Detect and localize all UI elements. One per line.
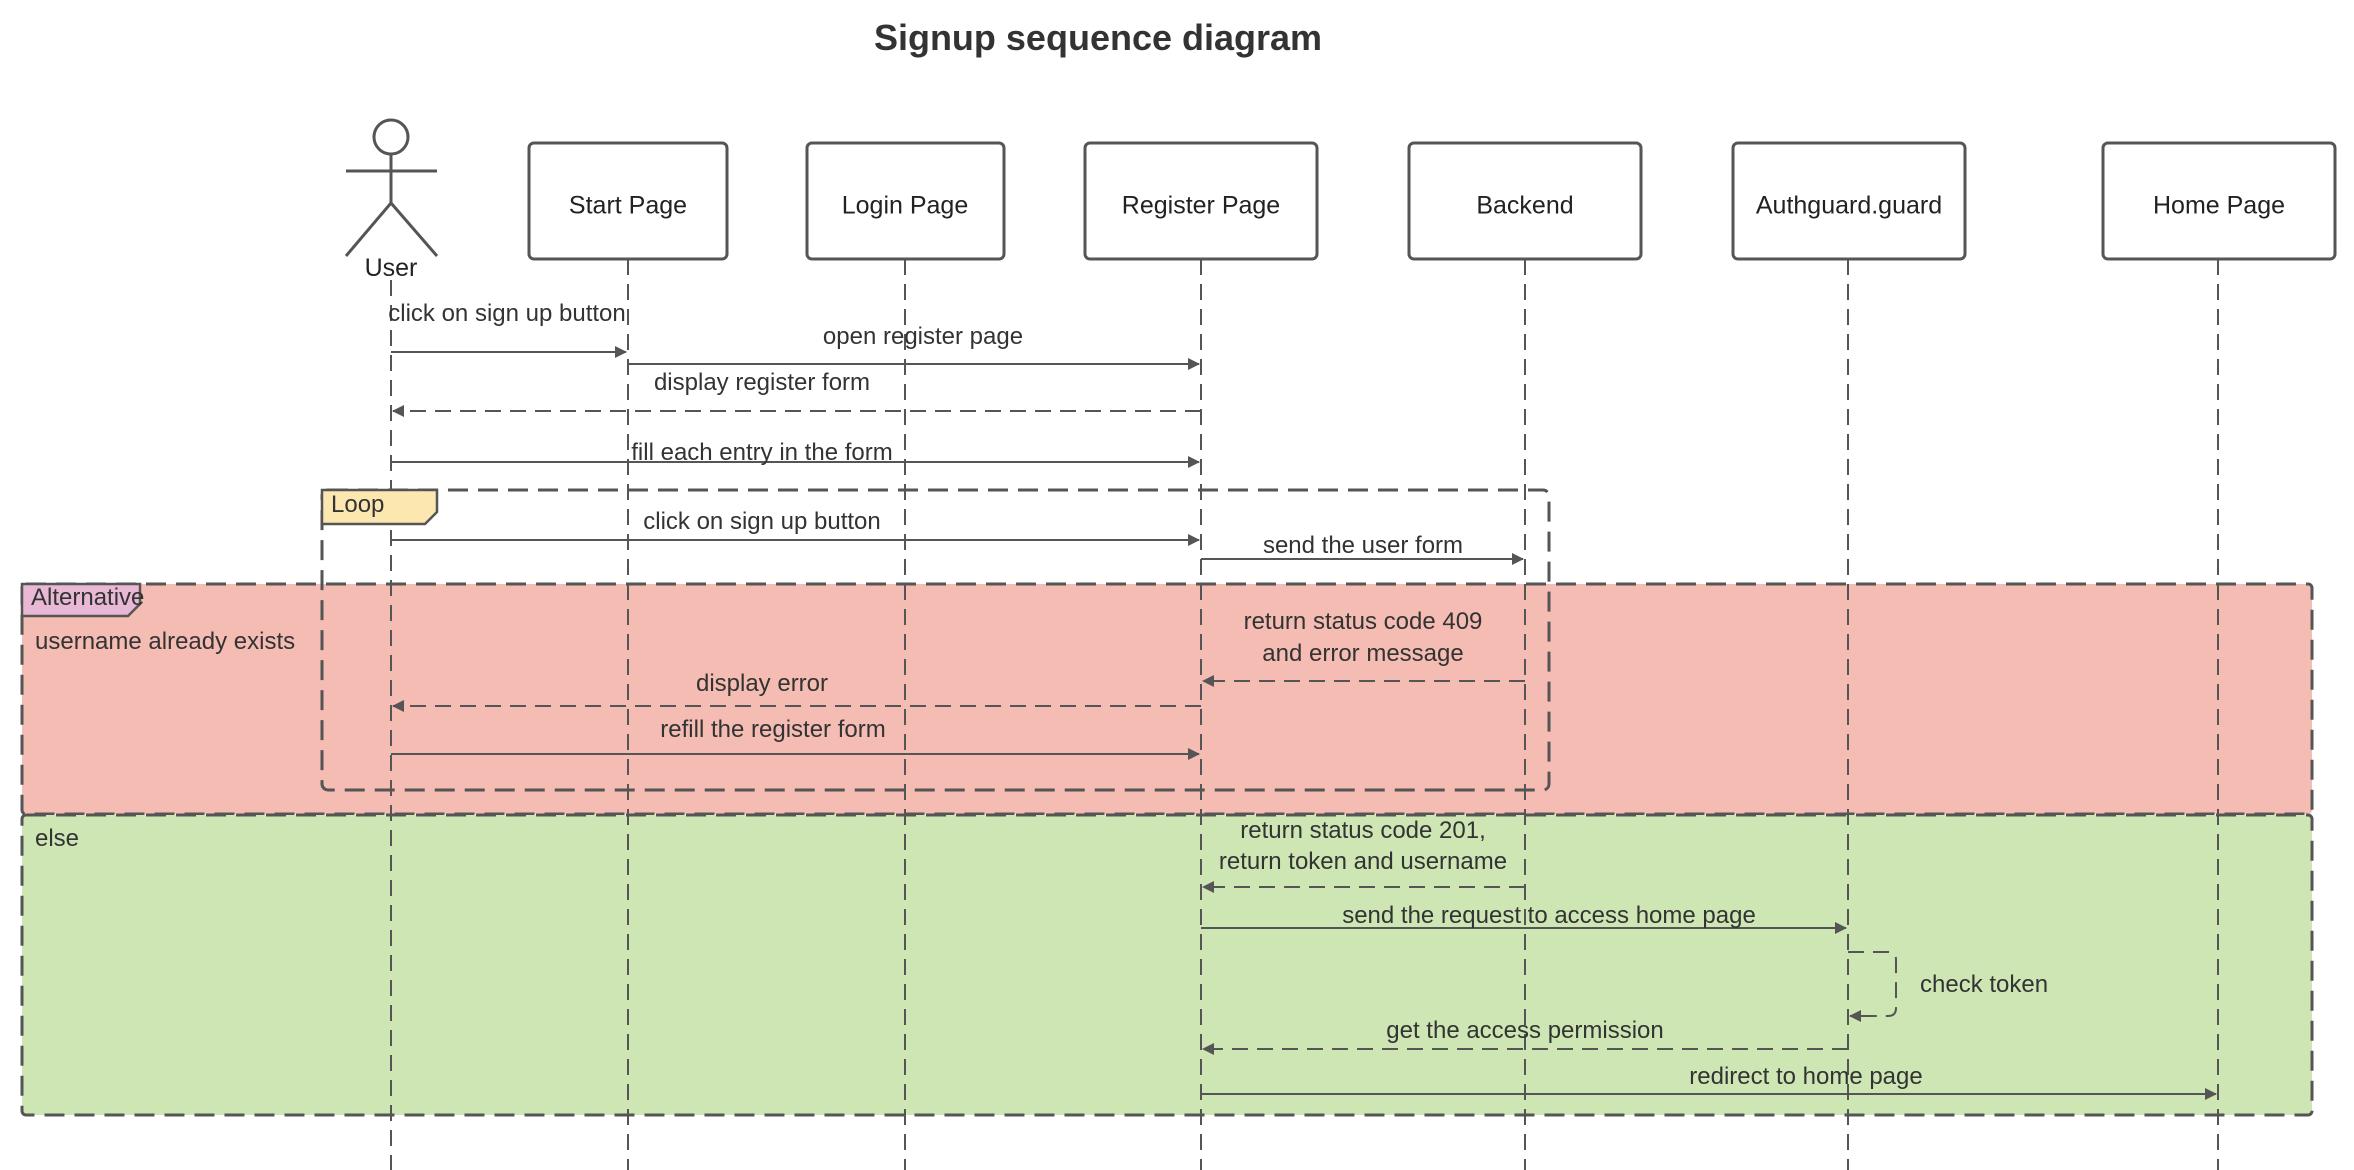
message-label-6: send the user form [1263, 532, 1463, 559]
message-label-2: open register page [823, 323, 1023, 350]
participant-label: Home Page [2153, 192, 2285, 220]
alternative-frame: Alternative username already exists [20, 582, 295, 655]
message-label-12: check token [1920, 971, 2048, 998]
participant-label: Start Page [569, 192, 687, 220]
participant-login-page: Login Page [805, 141, 1006, 261]
message-label-3: display register form [654, 369, 870, 396]
message-arrow-12-self [1848, 951, 1897, 1022]
actor-label: User [365, 254, 418, 282]
participant-authguard: Authguard.guard [1731, 141, 1967, 261]
alternative-region [20, 582, 2314, 816]
else-label: else [35, 825, 79, 852]
message-label-9: refill the register form [660, 716, 885, 743]
message-label-7a: return status code 409 [1244, 608, 1483, 635]
participant-box [527, 141, 729, 261]
participant-backend: Backend [1407, 141, 1643, 261]
message-label-4: fill each entry in the form [631, 439, 892, 466]
loop-tab [320, 488, 439, 526]
message-label-10a: return status code 201, [1240, 817, 1485, 844]
participant-box [1407, 141, 1643, 261]
participant-register-page: Register Page [1083, 141, 1319, 261]
message-label-7b: and error message [1262, 640, 1463, 667]
loop-label: Loop [331, 491, 384, 518]
loop-frame-border [320, 488, 1551, 792]
participant-box [1731, 141, 1967, 261]
message-label-13: get the access permission [1386, 1017, 1663, 1044]
message-label-14: redirect to home page [1689, 1063, 1922, 1090]
participant-start-page: Start Page [527, 141, 729, 261]
participant-home-page: Home Page [2101, 141, 2337, 261]
message-labels: click on sign up button open register pa… [388, 300, 2048, 1090]
messages [391, 346, 2217, 1100]
message-label-5: click on sign up button [643, 508, 880, 535]
diagram-title: Signup sequence diagram [874, 17, 1322, 58]
alternative-tab [20, 582, 142, 618]
message-label-8: display error [696, 670, 828, 697]
message-label-10b: return token and username [1219, 848, 1507, 875]
else-region [20, 813, 2314, 1117]
participant-label: Register Page [1122, 192, 1280, 220]
participant-label: Authguard.guard [1756, 192, 1942, 220]
participant-box [2101, 141, 2337, 261]
stick-figure-icon [344, 118, 439, 257]
message-label-11: send the request to access home page [1342, 902, 1756, 929]
actor-user: User [344, 118, 439, 282]
participant-box [805, 141, 1006, 261]
participant-label: Login Page [842, 192, 969, 220]
alternative-condition: username already exists [35, 628, 295, 655]
loop-frame: Loop [320, 488, 1551, 792]
alternative-label: Alternative [31, 584, 144, 611]
participant-box [1083, 141, 1319, 261]
participant-label: Backend [1476, 192, 1573, 220]
message-label-1: click on sign up button [388, 300, 625, 327]
